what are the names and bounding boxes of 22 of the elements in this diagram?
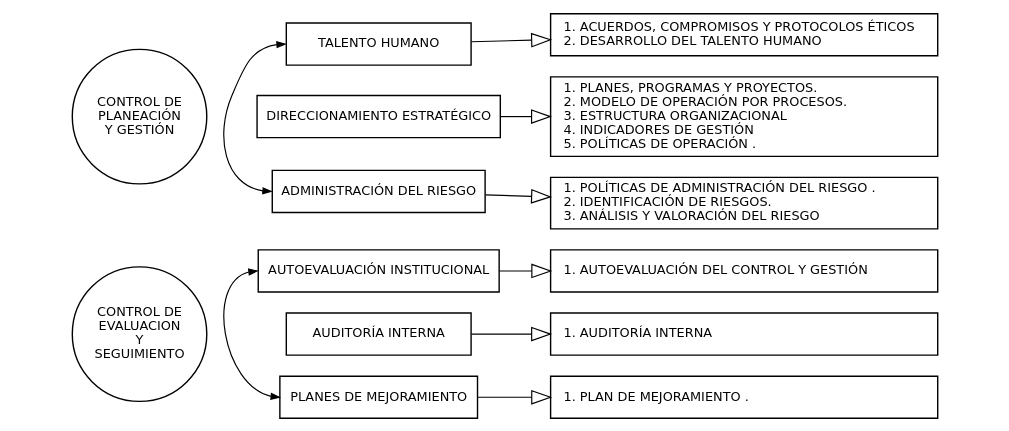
node-box: DIRECCIONAMIENTO ESTRATÉGICO bbox=[255, 94, 501, 138]
arrow bbox=[499, 108, 552, 124]
node-box: 1. PLANES, PROGRAMAS Y PROYECTOS. 2. MODELO DE OPERACIÓN POR PROCESOS. 3. ESTRUCTURA ORGANIZACIONAL 4. INDICADORES DE GESTIÓN 5. POLÍTICAS DE OPERACIÓN . bbox=[549, 75, 938, 157]
node-circle: CONTROL DE EVALUACION Y SEGUIMIENTO bbox=[71, 265, 207, 402]
arrow bbox=[470, 326, 552, 341]
arrow bbox=[484, 188, 552, 204]
arrow bbox=[470, 32, 552, 48]
node-box: 1. ACUERDOS, COMPROMISOS Y PROTOCOLOS ÉTICOS 2. DESARROLLO DEL TALENTO HUMANO bbox=[549, 12, 938, 56]
node-box: TALENTO HUMANO bbox=[285, 21, 472, 66]
arrow bbox=[498, 263, 552, 278]
node-box: 1. POLÍTICAS DE ADMINISTRACIÓN DEL RIESGO . 2. IDENTIFICACIÓN DE RIESGOS. 3. ANÁLISIS Y VALORACIÓN DEL RIESGO bbox=[549, 176, 938, 230]
node-box: ADMINISTRACIÓN DEL RIESGO bbox=[271, 169, 486, 213]
arrow bbox=[222, 40, 287, 194]
node-box: AUTOEVALUACIÓN INSTITUCIONAL bbox=[257, 248, 500, 293]
arrow bbox=[222, 267, 281, 400]
node-box: 1. PLAN DE MEJORAMIENTO . bbox=[549, 375, 938, 419]
node-circle: CONTROL DE PLANEACIÓN Y GESTIÓN bbox=[71, 48, 207, 185]
node-box: AUDITORÍA INTERNA bbox=[285, 311, 472, 356]
node-box: 1. AUTOEVALUACIÓN DEL CONTROL Y GESTIÓN bbox=[549, 248, 938, 293]
arrow bbox=[476, 389, 552, 405]
node-box: PLANES DE MEJORAMIENTO bbox=[278, 375, 478, 419]
node-box: 1. AUDITORÍA INTERNA bbox=[549, 311, 938, 356]
